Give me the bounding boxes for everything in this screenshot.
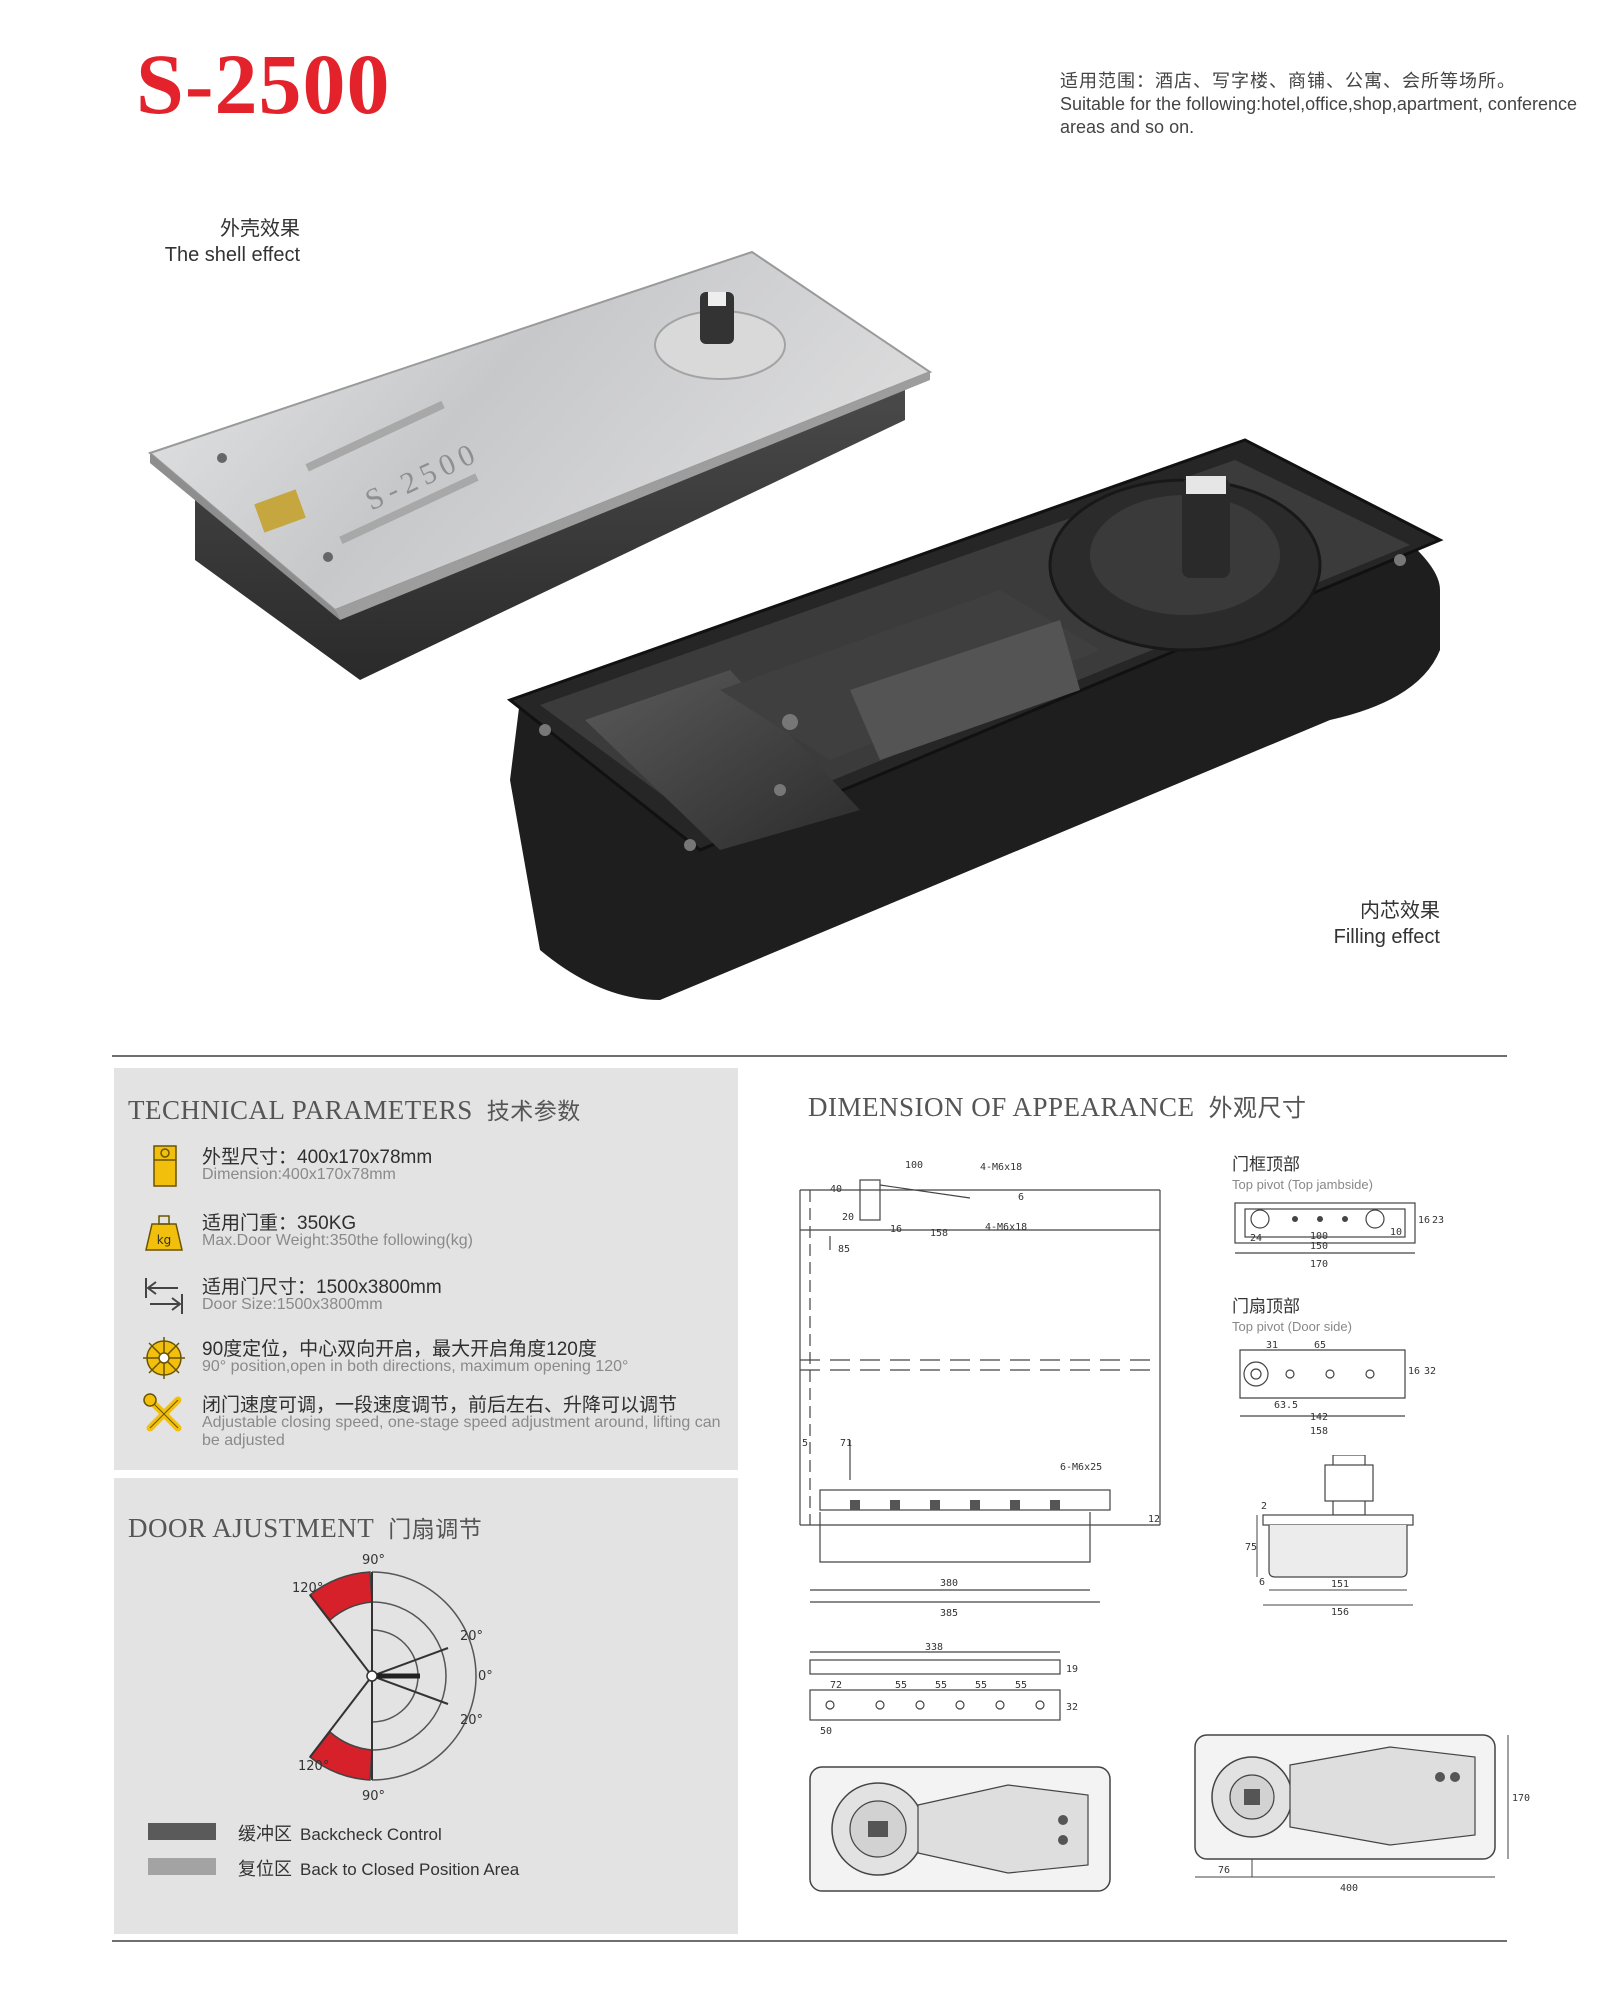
angle-label-upper-left: 120° <box>292 1581 323 1596</box>
svg-text:156: 156 <box>1331 1607 1349 1615</box>
svg-text:5: 5 <box>802 1438 808 1449</box>
svg-text:6: 6 <box>1018 1192 1024 1203</box>
filling-product-image <box>506 438 1444 1000</box>
door-pivot-drawing: 31 65 63.5 142 158 16 32 <box>1239 1340 1436 1437</box>
svg-text:24: 24 <box>1250 1233 1262 1244</box>
angle-label-lower-left: 120° <box>298 1759 329 1774</box>
suitable-cn: 适用范围：酒店、写字楼、商铺、公寓、会所等场所。 <box>1060 71 1516 91</box>
svg-text:71: 71 <box>840 1438 852 1449</box>
technical-parameters-panel <box>114 1068 738 1470</box>
svg-text:338: 338 <box>925 1642 943 1653</box>
product-photos: S-2500 <box>147 250 1444 1000</box>
svg-text:12: 12 <box>1148 1514 1160 1525</box>
svg-text:158: 158 <box>1310 1426 1328 1437</box>
svg-text:6: 6 <box>1259 1577 1265 1588</box>
door-adjustment-panel <box>114 1478 738 1934</box>
angle-label-lower-right: 20° <box>460 1713 483 1728</box>
weight-icon-text: kg <box>157 1233 172 1247</box>
svg-text:158: 158 <box>930 1228 948 1239</box>
side-section-drawing: 2 75 6 151 156 <box>1245 1455 1414 1615</box>
svg-text:76: 76 <box>1218 1865 1230 1876</box>
angle-label-bottom: 90° <box>362 1789 385 1804</box>
model-title: S-2500 <box>136 36 391 132</box>
angle-label-top: 90° <box>362 1553 385 1568</box>
svg-text:170: 170 <box>1512 1793 1530 1804</box>
tools-icon <box>143 1393 182 1432</box>
svg-text:16: 16 <box>890 1224 902 1235</box>
door-angle-diagram: 90° 120° 20° 0° 20° 120° 90° <box>292 1553 493 1804</box>
svg-text:32: 32 <box>1066 1702 1078 1713</box>
svg-text:16: 16 <box>1408 1366 1420 1377</box>
svg-text:55: 55 <box>935 1680 947 1691</box>
dimension-icon <box>153 1145 177 1187</box>
top-divider <box>112 1055 1507 1057</box>
svg-text:20: 20 <box>842 1212 854 1223</box>
shell-caption: 外壳效果 The shell effect <box>130 216 300 268</box>
shell-caption-en: The shell effect <box>164 244 300 266</box>
bottom-divider <box>112 1940 1507 1942</box>
suitable-text: 适用范围：酒店、写字楼、商铺、公寓、会所等场所。 Suitable for th… <box>1060 70 1580 139</box>
svg-text:2: 2 <box>1261 1501 1267 1512</box>
svg-text:55: 55 <box>1015 1680 1027 1691</box>
angle-label-upper-right: 20° <box>460 1629 483 1644</box>
legend-swatch-closed <box>148 1858 216 1875</box>
svg-text:40: 40 <box>830 1184 842 1195</box>
weight-icon: kg <box>145 1215 183 1251</box>
svg-text:65: 65 <box>1314 1340 1326 1351</box>
filling-caption-cn: 内芯效果 <box>1360 900 1440 922</box>
legend-swatch-backcheck <box>148 1823 216 1840</box>
svg-text:23: 23 <box>1432 1215 1444 1226</box>
shell-product-image: S-2500 <box>147 250 933 680</box>
side-view-drawing: 100 4-M6x18 40 6 20 16 158 4-M6x18 85 5 … <box>799 1160 1161 1619</box>
svg-text:32: 32 <box>1424 1366 1436 1377</box>
svg-text:31: 31 <box>1266 1340 1278 1351</box>
svg-text:4-M6x18: 4-M6x18 <box>980 1162 1022 1173</box>
angle-label-right: 0° <box>478 1669 493 1684</box>
svg-text:100: 100 <box>1310 1231 1328 1242</box>
mounting-strip-drawing: 338 19 72 55 55 55 55 32 50 <box>809 1642 1078 1737</box>
svg-text:142: 142 <box>1310 1412 1328 1423</box>
svg-text:16: 16 <box>1418 1215 1430 1226</box>
svg-text:400: 400 <box>1340 1883 1358 1894</box>
svg-text:75: 75 <box>1245 1542 1257 1553</box>
svg-text:55: 55 <box>895 1680 907 1691</box>
svg-text:150: 150 <box>1310 1241 1328 1252</box>
svg-text:55: 55 <box>975 1680 987 1691</box>
filling-caption: 内芯效果 Filling effect <box>1240 898 1440 950</box>
svg-text:4-M6x18: 4-M6x18 <box>985 1222 1027 1233</box>
door-size-icon <box>145 1278 183 1314</box>
svg-text:151: 151 <box>1331 1579 1349 1590</box>
filling-caption-en: Filling effect <box>1333 926 1440 948</box>
svg-text:63.5: 63.5 <box>1274 1400 1298 1411</box>
svg-text:10: 10 <box>1390 1227 1402 1238</box>
jamb-pivot-caption: 门框顶部 Top pivot (Top jambside) <box>1232 1155 1373 1192</box>
svg-text:85: 85 <box>838 1244 850 1255</box>
svg-text:19: 19 <box>1066 1664 1078 1675</box>
svg-text:72: 72 <box>830 1680 842 1691</box>
jamb-pivot-drawing: 24 100 150 170 10 16 23 <box>1234 1202 1444 1270</box>
angle-icon <box>143 1337 185 1379</box>
top-view-body-drawing-dimensioned: 170 76 400 <box>1194 1734 1530 1894</box>
backcheck-zone-upper <box>308 1571 373 1622</box>
svg-text:6-M6x25: 6-M6x25 <box>1060 1462 1102 1473</box>
svg-text:50: 50 <box>820 1726 832 1737</box>
shell-caption-cn: 外壳效果 <box>220 218 300 240</box>
svg-text:100: 100 <box>905 1160 923 1171</box>
svg-text:385: 385 <box>940 1608 958 1619</box>
door-pivot-caption: 门扇顶部 Top pivot (Door side) <box>1232 1297 1352 1334</box>
svg-text:380: 380 <box>940 1578 958 1589</box>
svg-text:170: 170 <box>1310 1259 1328 1270</box>
suitable-en: Suitable for the following:hotel,office,… <box>1060 94 1577 137</box>
top-view-body-drawing <box>809 1766 1111 1892</box>
